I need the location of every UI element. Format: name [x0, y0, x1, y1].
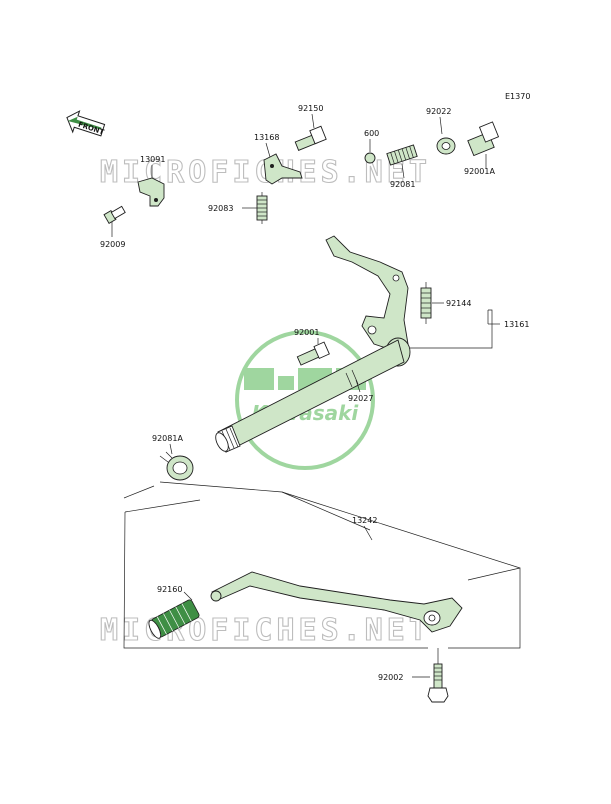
label-92081A: 92081A: [152, 434, 183, 443]
label-92001A: 92001A: [464, 167, 495, 176]
label-92009: 92009: [100, 240, 125, 249]
shift-shaft-13161: [215, 235, 411, 453]
pedal-rubber-92160: [148, 599, 200, 639]
label-92160: 92160: [157, 585, 182, 594]
spring-clip-92081A: [159, 451, 194, 481]
shift-pedal-13242: [210, 571, 463, 633]
bolt-92150: [294, 125, 327, 151]
label-92022: 92022: [426, 107, 451, 116]
diagram-code: E1370: [505, 92, 530, 101]
label-600: 600: [364, 129, 379, 138]
label-92081: 92081: [390, 180, 415, 189]
label-13168: 13168: [254, 133, 279, 142]
label-13091: 13091: [140, 155, 165, 164]
label-92002: 92002: [378, 673, 403, 682]
label-92150: 92150: [298, 104, 323, 113]
label-13242: 13242: [352, 516, 377, 525]
bolt-92001: [296, 341, 330, 366]
watermark-bottom: MICROFICHES.NET: [100, 613, 431, 648]
label-92001: 92001: [294, 328, 319, 337]
ball-600: [364, 152, 376, 164]
front-arrow-icon: FRONT: [66, 110, 105, 137]
spring-92083: [256, 192, 268, 224]
lever-plate-13168: [263, 153, 303, 185]
bolt-92009: [103, 205, 126, 224]
plug-bolt-92001A: [467, 121, 500, 157]
bracket-part: [137, 177, 165, 207]
washer-92022: [436, 137, 456, 155]
spring-92144: [420, 282, 432, 324]
spring-92081: [386, 144, 418, 166]
label-13161: 13161: [504, 320, 529, 329]
label-92144: 92144: [446, 299, 471, 308]
bolt-92002: [427, 663, 449, 703]
label-92083: 92083: [208, 204, 233, 213]
label-92027: 92027: [348, 394, 373, 403]
